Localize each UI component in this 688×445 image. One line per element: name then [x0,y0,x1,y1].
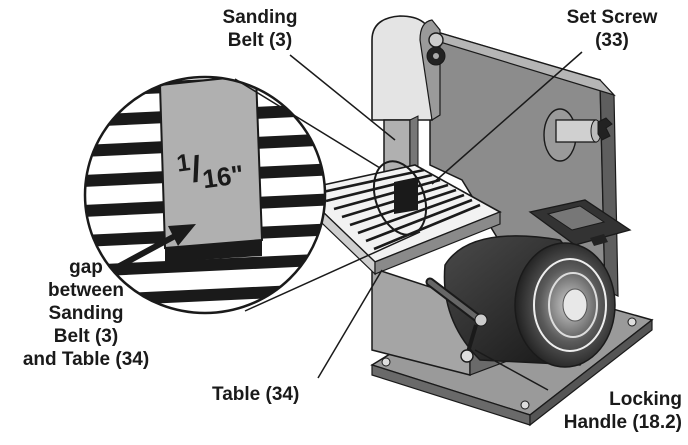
gap-label-line: between [47,280,125,301]
gap-label: gap between Sanding Belt (3) and Table (… [2,256,170,371]
switch-box [528,199,632,246]
locking-handle-label: Locking Handle (18.2) [528,388,682,434]
table-label-line: Table (34) [212,384,300,405]
sanding-belt-label: Sanding Belt (3) [200,6,320,52]
table [298,164,502,276]
set-screw-label-line: Set Screw [566,7,658,28]
gap-label-line: and Table (34) [22,349,150,370]
tilt-knob [543,108,613,162]
set-screw-label: Set Screw (33) [546,6,678,52]
detail-magnifier [83,75,428,315]
locking-handle [425,277,488,363]
sanding-belt-label-line: Sanding [222,7,298,28]
detail-callout-fraction: 1/16" [175,142,246,195]
belt-guard [371,15,446,121]
locking-handle-leader [474,349,549,391]
gap-label-line: gap [69,257,103,278]
gap-label-line: Belt (3) [53,326,119,347]
sanding-belt-label-line: Belt (3) [227,30,293,51]
set-screw-label-line: (33) [595,30,629,51]
gap-arrow [110,224,196,273]
leader-lines [289,51,583,391]
gap-label-line: Sanding [48,303,124,324]
set-screw-leader [431,51,583,185]
locking-handle-label-line: Locking [609,389,682,410]
fraction-denominator: 16" [200,158,246,195]
locking-handle-label-line: Handle (18.2) [563,412,682,433]
table-leader [317,269,383,379]
motor [443,235,616,368]
table-label: Table (34) [212,383,299,406]
sanding-belt-leader [289,54,396,141]
